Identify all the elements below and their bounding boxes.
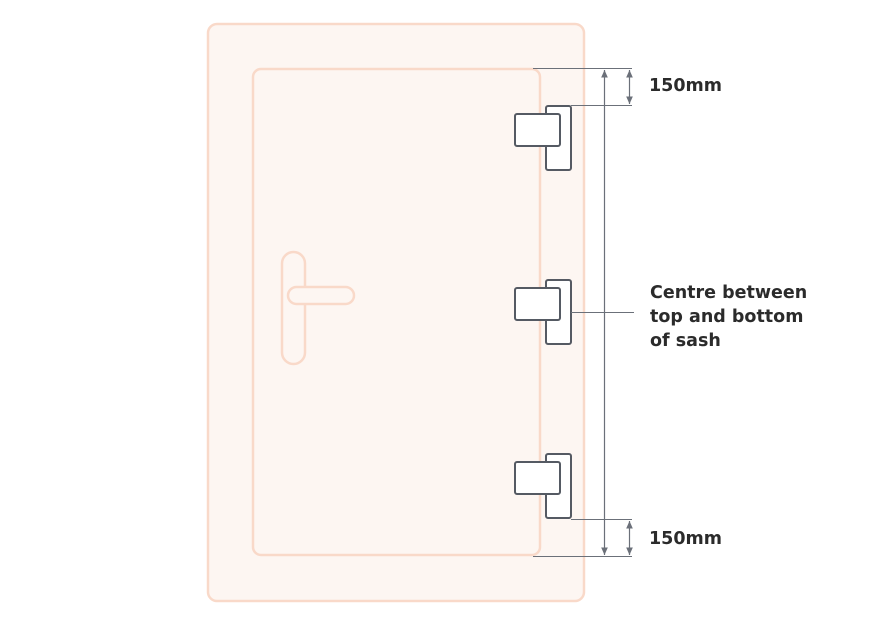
hinge-icon — [514, 453, 572, 519]
centre-label-line: of sash — [650, 331, 721, 351]
bottom-spacing-label: 150mm — [649, 529, 722, 549]
centre-label-line: top and bottom — [650, 307, 804, 327]
centre-hinge-label: Centre between top and bottom of sash — [650, 281, 850, 353]
lever-handle-icon — [280, 250, 356, 366]
hinge-icon — [514, 105, 572, 171]
centre-label-line: Centre between — [650, 283, 808, 303]
top-spacing-label: 150mm — [649, 76, 722, 96]
